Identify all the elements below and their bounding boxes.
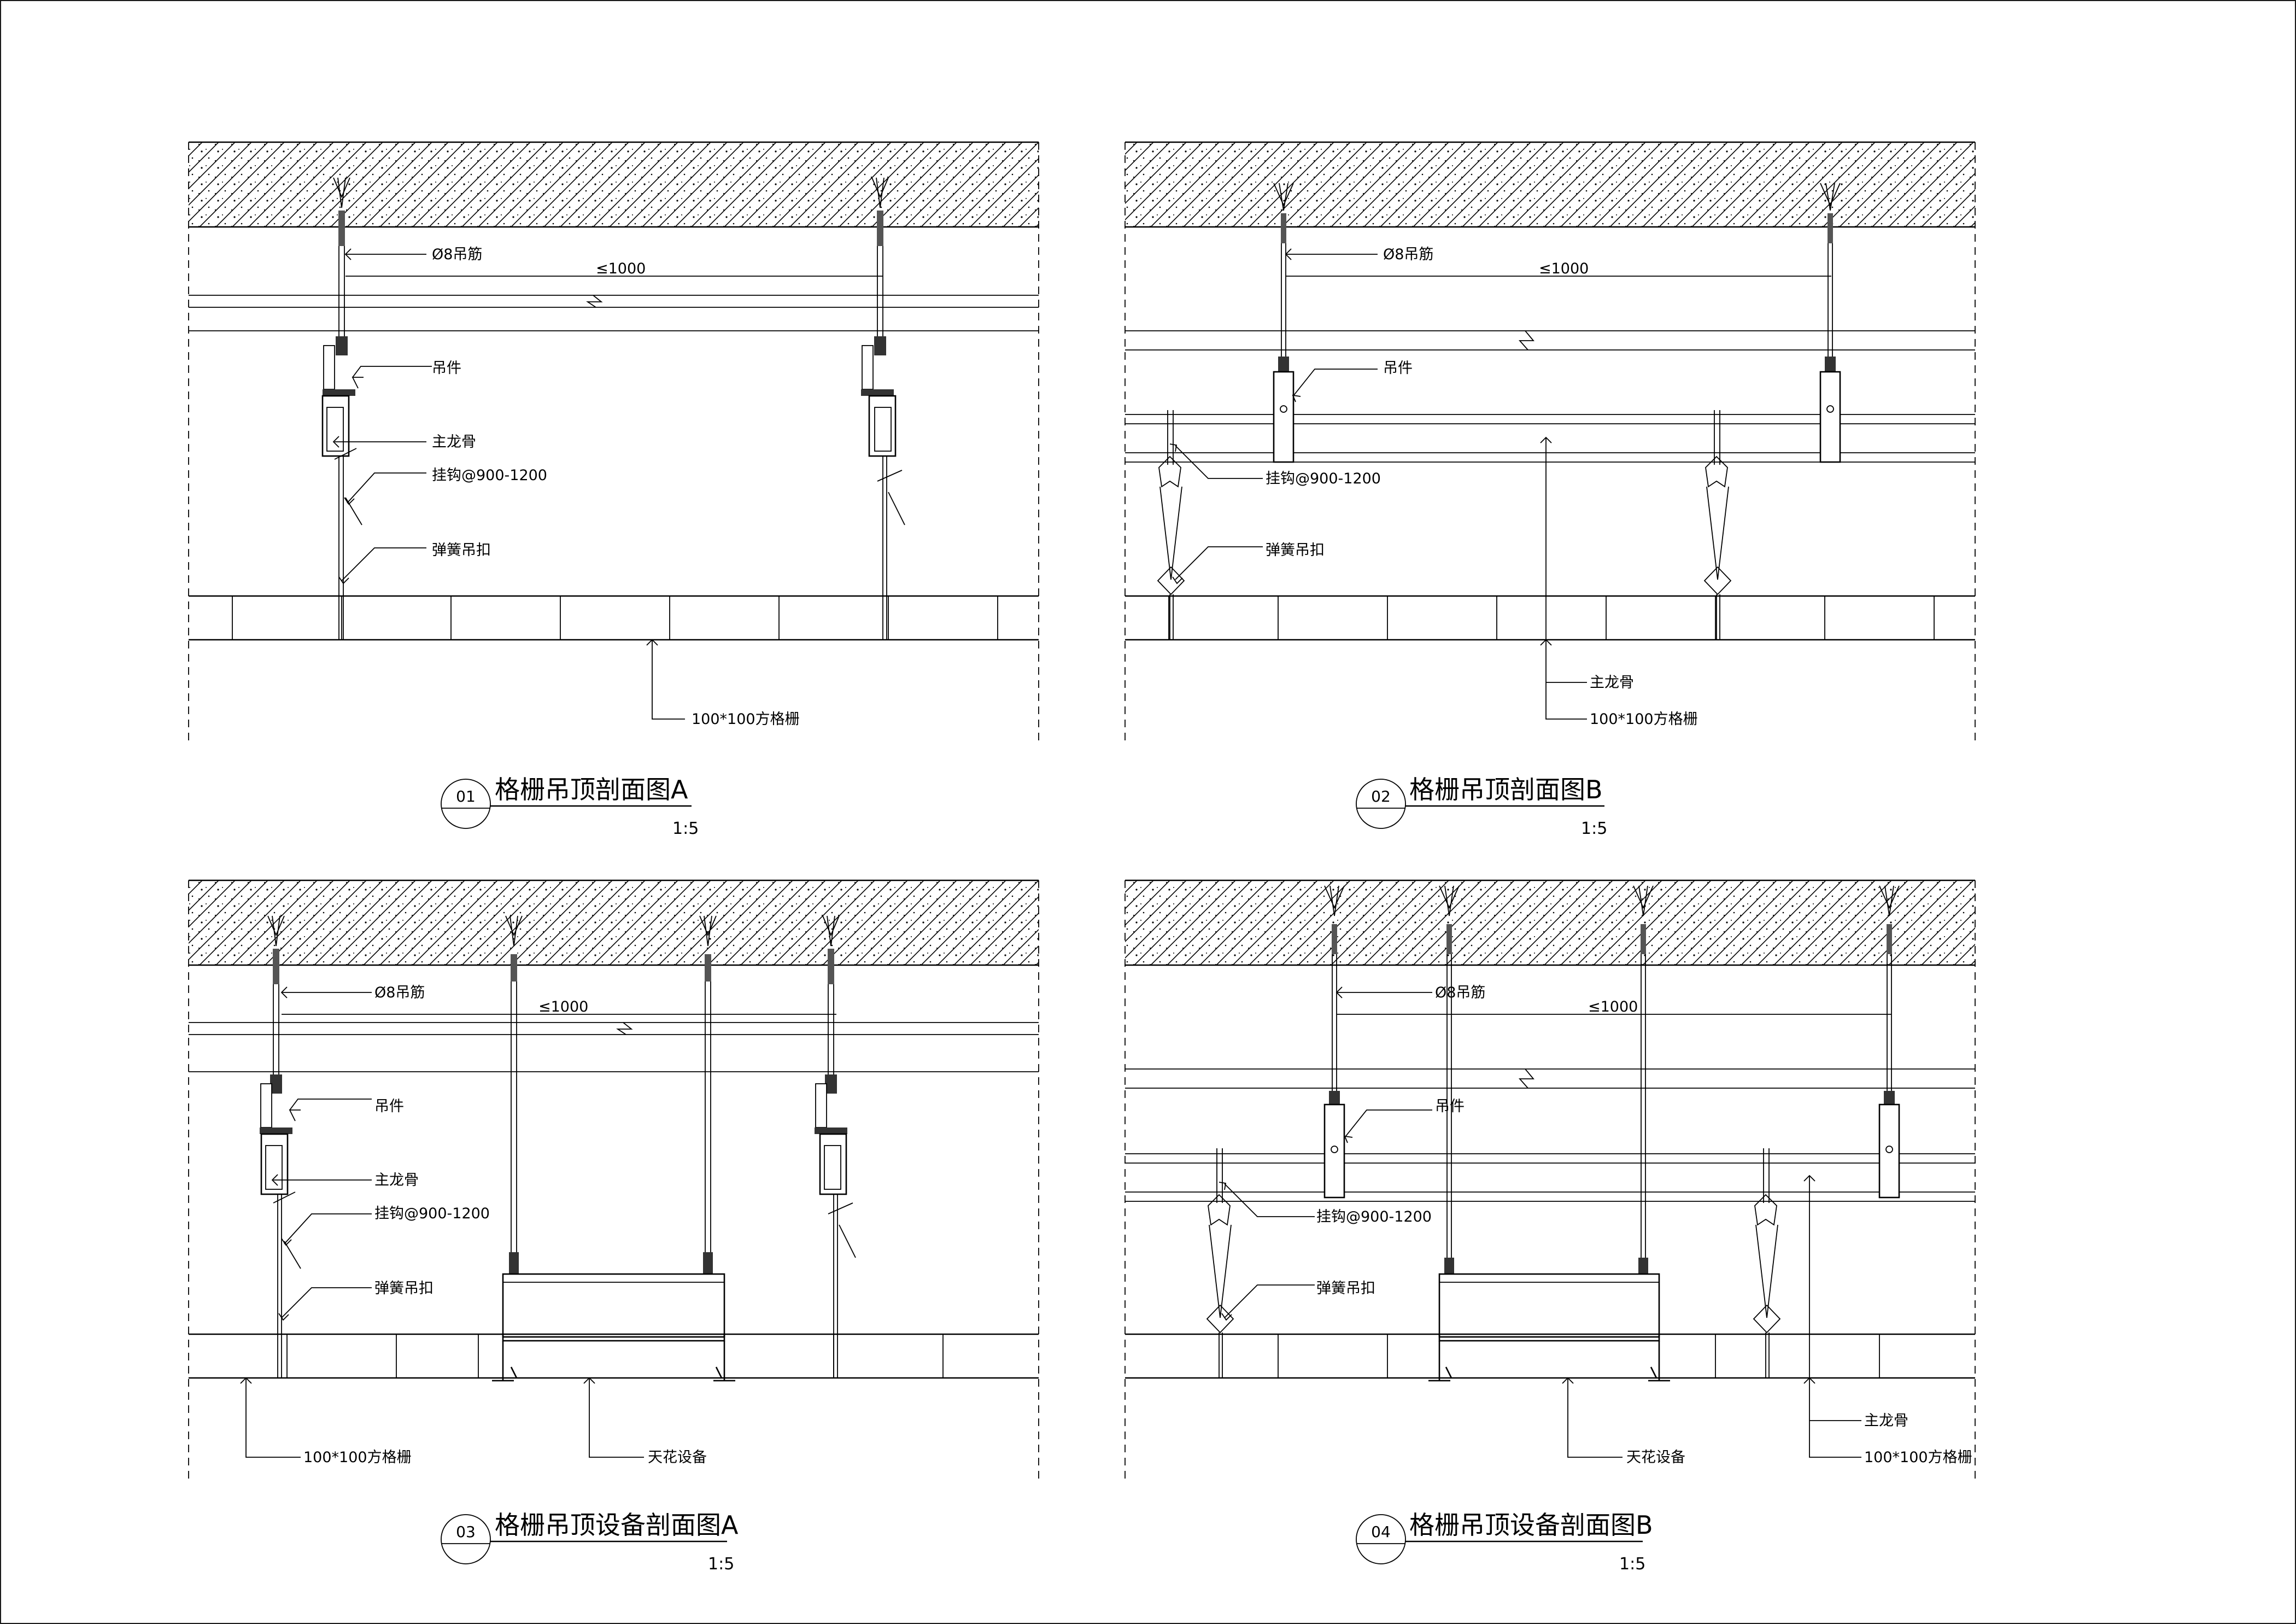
title-block: 02 格栅吊顶剖面图B 1:5 xyxy=(1356,775,1607,838)
label-hanger: 吊件 xyxy=(1435,1098,1465,1115)
label-main-keel: 主龙骨 xyxy=(432,434,476,451)
concrete-slab xyxy=(1125,880,1975,965)
panel-02: Ø8吊筋 ≤1000 吊件 挂钩@900-1200 弹簧吊扣 主龙骨 100*1… xyxy=(1124,141,1976,838)
drawing-number: 01 xyxy=(456,787,476,805)
drawing-scale: 1:5 xyxy=(708,1555,734,1574)
label-hanger: 吊件 xyxy=(432,360,461,377)
label-grille: 100*100方格栅 xyxy=(303,1449,412,1466)
drawing-scale: 1:5 xyxy=(1581,819,1607,838)
hanger-assembly xyxy=(1819,183,1841,463)
label-hook: 挂钩@900-1200 xyxy=(1316,1208,1432,1225)
label-hanger: 吊件 xyxy=(1383,360,1413,377)
hanger-assembly xyxy=(861,177,905,640)
label-main-keel: 主龙骨 xyxy=(1864,1412,1908,1429)
hanger-assembly xyxy=(815,915,856,1378)
label-grille: 100*100方格栅 xyxy=(1864,1449,1972,1466)
drawing-title: 格栅吊顶剖面图A xyxy=(495,775,688,804)
label-equipment: 天花设备 xyxy=(1626,1449,1685,1466)
drawing-title: 格栅吊顶剖面图B xyxy=(1409,775,1603,804)
label-grille: 100*100方格栅 xyxy=(1590,711,1698,728)
drawing-scale: 1:5 xyxy=(672,819,699,838)
panel-01: Ø8吊筋 ≤1000 吊件 主龙骨 挂钩@900-1200 弹簧吊扣 100*1… xyxy=(188,141,1039,838)
panel-04: Ø8吊筋 ≤1000 吊件 挂钩@900-1200 弹簧吊扣 天花设备 主龙骨 … xyxy=(1124,879,1976,1574)
label-equipment: 天花设备 xyxy=(648,1449,707,1466)
label-rod: Ø8吊筋 xyxy=(432,246,482,263)
label-hanger: 吊件 xyxy=(374,1098,404,1115)
drawing-title: 格栅吊顶设备剖面图A xyxy=(495,1510,739,1540)
label-hook: 挂钩@900-1200 xyxy=(374,1205,490,1222)
label-hook: 挂钩@900-1200 xyxy=(1266,470,1381,487)
hanger-assembly xyxy=(1878,885,1900,1199)
label-spring-clip: 弹簧吊扣 xyxy=(374,1280,434,1297)
panel-03: Ø8吊筋 ≤1000 吊件 主龙骨 挂钩@900-1200 弹簧吊扣 100*1… xyxy=(188,879,1039,1574)
title-block: 01 格栅吊顶剖面图A 1:5 xyxy=(441,775,699,838)
label-main-keel: 主龙骨 xyxy=(374,1172,419,1189)
spring-clip xyxy=(1703,410,1732,640)
label-spacing: ≤1000 xyxy=(1588,998,1638,1015)
drawing-scale: 1:5 xyxy=(1619,1555,1645,1574)
spring-clip xyxy=(1753,1148,1781,1378)
label-rod: Ø8吊筋 xyxy=(374,984,425,1001)
ceiling-equipment xyxy=(1428,885,1670,1382)
concrete-slab xyxy=(1125,142,1975,227)
spring-clip xyxy=(1157,410,1185,640)
label-rod: Ø8吊筋 xyxy=(1435,984,1485,1001)
drawing-number: 04 xyxy=(1371,1523,1391,1541)
label-rod: Ø8吊筋 xyxy=(1383,246,1433,263)
concrete-slab xyxy=(189,880,1039,965)
title-block: 04 格栅吊顶设备剖面图B 1:5 xyxy=(1356,1510,1653,1574)
hanger-assembly xyxy=(1323,885,1345,1199)
label-main-keel: 主龙骨 xyxy=(1590,674,1634,691)
ceiling-equipment xyxy=(492,915,735,1382)
drawing-title: 格栅吊顶设备剖面图B xyxy=(1409,1510,1653,1540)
label-grille: 100*100方格栅 xyxy=(692,711,800,728)
label-hook: 挂钩@900-1200 xyxy=(432,467,547,484)
concrete-slab xyxy=(189,142,1039,227)
drawing-number: 03 xyxy=(456,1523,476,1541)
label-spacing: ≤1000 xyxy=(596,260,646,277)
label-spacing: ≤1000 xyxy=(538,998,588,1015)
hanger-assembly xyxy=(260,915,301,1378)
drawing-number: 02 xyxy=(1371,787,1391,805)
label-spring-clip: 弹簧吊扣 xyxy=(432,542,491,559)
label-spring-clip: 弹簧吊扣 xyxy=(1316,1280,1375,1297)
title-block: 03 格栅吊顶设备剖面图A 1:5 xyxy=(441,1510,739,1574)
spring-clip xyxy=(1206,1148,1234,1378)
label-spring-clip: 弹簧吊扣 xyxy=(1266,542,1325,559)
hanger-assembly xyxy=(321,177,362,640)
label-spacing: ≤1000 xyxy=(1539,260,1589,277)
hanger-assembly xyxy=(1273,183,1295,463)
